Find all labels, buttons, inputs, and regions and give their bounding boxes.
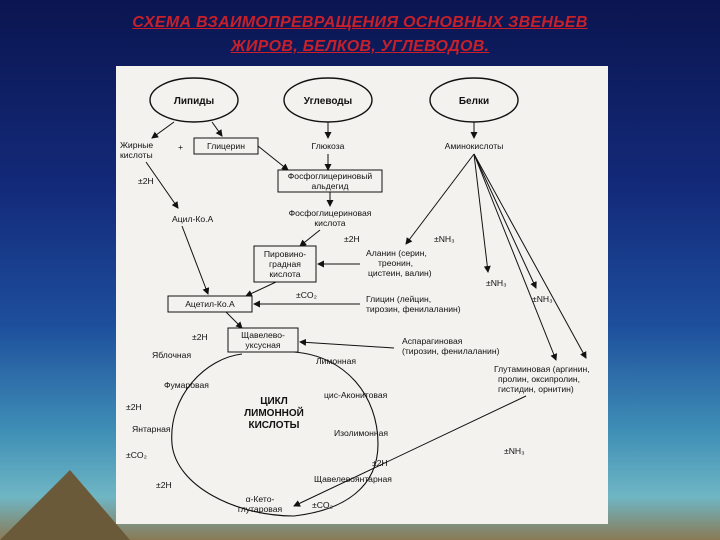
akg-label-2: глутаровая xyxy=(238,504,283,514)
carbs-label: Углеводы xyxy=(304,96,352,107)
oxaloacetic-label-1: Щавелево- xyxy=(241,330,285,340)
minus-2h-f: ±2Н xyxy=(372,458,388,468)
oxalosuccinic-label: Щавелевоянтарная xyxy=(314,474,392,484)
cycle-label-1: ЦИКЛ xyxy=(260,396,288,407)
lipids-ellipse xyxy=(149,77,239,123)
nh3-b: ±NH₃ xyxy=(486,278,507,288)
alanine-label-1: Аланин (серин, xyxy=(366,248,427,258)
aspartic-label-1: Аспарагиновая xyxy=(402,336,463,346)
metabolism-diagram: Липиды Углеводы Белки Жирные кислоты + Г… xyxy=(120,77,590,517)
minus-2h-d: ±2Н xyxy=(126,402,142,412)
acetyl-coa-label: Ацетил-Ко.А xyxy=(185,299,235,309)
glycine-label-1: Глицин (лейцин, xyxy=(366,294,431,304)
cycle-label-2: ЛИМОННОЙ xyxy=(244,406,304,419)
citric-label: Лимонная xyxy=(316,356,356,366)
mountain-decoration xyxy=(0,470,130,540)
co2-c: ±CO₂ xyxy=(312,500,333,510)
pyruvic-label-3: кислота xyxy=(269,269,300,279)
minus-2h-c: ±2Н xyxy=(192,332,208,342)
minus-2h-b: ±2Н xyxy=(344,234,360,244)
glutamic-label-3: гистидин, орнитин) xyxy=(498,384,574,394)
pyruvic-box xyxy=(253,245,317,283)
amino-acids-label: Аминокислоты xyxy=(445,141,504,151)
glutamic-label-2: пролин, оксипролин, xyxy=(498,374,580,384)
proteins-label: Белки xyxy=(459,96,489,107)
phosphoglyceric-label-1: Фосфоглицериновая xyxy=(289,208,372,218)
nh3-a: ±NH₃ xyxy=(434,234,455,244)
plus-sign: + xyxy=(178,142,183,152)
alanine-label-3: цистеин, валин) xyxy=(368,268,432,278)
oxaloacetic-label-2: уксусная xyxy=(245,340,280,350)
nh3-c: ±NH₃ xyxy=(532,294,553,304)
pyruvic-label-2: градная xyxy=(269,259,301,269)
isocitric-label: Изолимонная xyxy=(334,428,388,438)
pyruvic-label-1: Пировино- xyxy=(264,249,306,259)
diagram-panel: Липиды Углеводы Белки Жирные кислоты + Г… xyxy=(116,66,608,524)
acyl-coa-label: Ацил-Ко.А xyxy=(172,214,214,224)
oxaloacetic-box xyxy=(227,327,299,353)
acetyl-coa-box xyxy=(167,295,253,313)
phosphoglyceric-label-2: кислота xyxy=(314,218,345,228)
alanine-label-2: треонин, xyxy=(378,258,413,268)
slide-title-line-1: СХЕМА ВЗАИМОПРЕВРАЩЕНИЯ ОСНОВНЫХ ЗВЕНЬЕВ xyxy=(132,14,588,31)
cycle-label-3: КИСЛОТЫ xyxy=(249,420,300,431)
fumaric-label: Фумаровая xyxy=(164,380,209,390)
glucose-label: Глюкоза xyxy=(312,141,345,151)
fatty-acids-label-2: кислоты xyxy=(120,150,153,160)
cis-aconitic-label: цис-Аконитовая xyxy=(324,390,388,400)
glycine-label-2: тирозин, фенилаланин) xyxy=(366,304,461,314)
slide-title-line-2: ЖИРОВ, БЕЛКОВ, УГЛЕВОДОВ. xyxy=(230,38,490,55)
nh3-d: ±NH₃ xyxy=(504,446,525,456)
lipids-label: Липиды xyxy=(174,96,214,107)
pga-label-1: Фосфоглицериновый xyxy=(288,171,373,181)
succinic-label: Янтарная xyxy=(132,424,171,434)
minus-2h-e: ±2Н xyxy=(156,480,172,490)
glutamic-label-1: Глутаминовая (аргинин, xyxy=(494,364,590,374)
pga-label-2: альдегид xyxy=(311,181,348,191)
akg-label-1: α-Кето- xyxy=(246,494,275,504)
fatty-acids-label-1: Жирные xyxy=(120,140,153,150)
co2-a: ±CO₂ xyxy=(296,290,317,300)
co2-b: ±CO₂ xyxy=(126,450,147,460)
glycerol-label: Глицерин xyxy=(207,141,245,151)
aspartic-label-2: (тирозин, фенилаланин) xyxy=(402,346,500,356)
minus-2h-a: ±2Н xyxy=(138,176,154,186)
malic-label: Яблочная xyxy=(152,350,191,360)
